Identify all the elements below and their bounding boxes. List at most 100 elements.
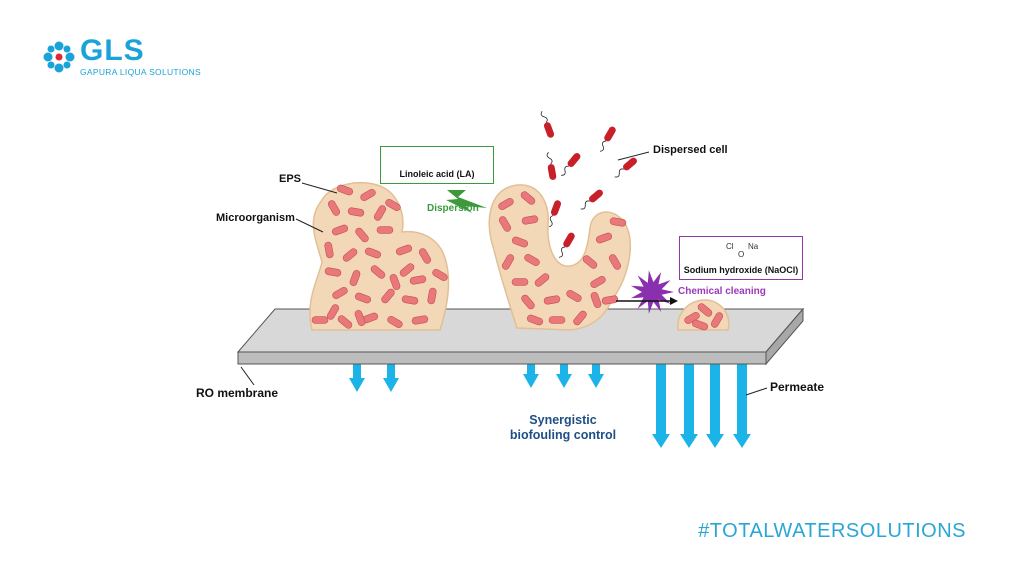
- label-eps: EPS: [279, 173, 302, 185]
- microorganism-cell: [337, 315, 353, 329]
- microorganism-cell: [387, 315, 403, 329]
- microorganism-cell: [595, 232, 613, 244]
- microorganism-cell: [566, 289, 582, 303]
- dispersed-cell-leader-line: [617, 151, 650, 161]
- brand-tagline: GAPURA LIQUA SOLUTIONS: [80, 67, 201, 77]
- microorganism-cell: [608, 254, 622, 270]
- microorganism-cell: [409, 275, 427, 285]
- microorganism-cell: [332, 286, 348, 300]
- microorganism-cell: [520, 191, 536, 205]
- microorganism-cell: [418, 248, 432, 264]
- chemical-cleaning-label: Chemical cleaning: [678, 286, 766, 297]
- microorganism-cell: [342, 248, 358, 262]
- linoleic-acid-box: Linoleic acid (LA): [380, 146, 494, 184]
- dispersed-cell: [549, 200, 562, 228]
- permeate-arrow: [652, 352, 670, 448]
- eps-leader-line: [301, 182, 338, 194]
- microorganism-cell: [710, 312, 724, 328]
- linoleic-acid-title: Linoleic acid (LA): [399, 169, 475, 179]
- microorganism-cell: [511, 236, 529, 248]
- microorganism-cell: [395, 244, 413, 256]
- brand-name: GLS: [80, 34, 145, 67]
- microorganism-cell: [498, 197, 514, 211]
- microorganism-cell: [331, 224, 349, 236]
- label-dispersed-cell: Dispersed cell: [653, 144, 728, 156]
- microorganism-cell: [401, 295, 419, 305]
- microorganism-cell: [347, 207, 365, 217]
- microorganism-cell: [543, 295, 561, 305]
- microorganism-cell: [327, 200, 341, 216]
- microorganism-cell: [534, 273, 550, 287]
- microorganism-cell: [548, 316, 566, 324]
- microorganism-cell: [524, 253, 540, 267]
- microorganism-cell: [582, 255, 598, 269]
- microorganism-cell: [697, 303, 713, 317]
- microorganism-cell: [385, 198, 401, 212]
- permeate-arrow: [706, 352, 724, 448]
- microorganism-cell: [324, 267, 342, 277]
- microorganism-cell: [590, 275, 606, 289]
- microorganism-cell: [511, 278, 529, 286]
- microorganism-cell: [354, 309, 366, 327]
- dispersed-cells: [540, 110, 637, 258]
- label-microorganism: Microorganism: [216, 212, 295, 224]
- dispersed-cell: [614, 157, 637, 178]
- caption-line-1: Synergistic: [529, 413, 597, 427]
- microorganism-cell: [389, 273, 401, 291]
- synergistic-caption: Synergistic biofouling control: [488, 413, 638, 443]
- microorganism-cell: [427, 287, 437, 305]
- naocl-box: Cl O Na Sodium hydroxide (NaOCl): [679, 236, 803, 280]
- naocl-formula-cl: Cl: [726, 242, 734, 251]
- arrowhead-icon: [670, 297, 678, 305]
- dispersed-cell: [546, 152, 557, 180]
- microorganism-cell: [336, 184, 354, 196]
- caption-line-2: biofouling control: [509, 428, 617, 442]
- microorganism-cell: [381, 288, 395, 304]
- dispersion-label: Dispersion: [427, 203, 479, 214]
- permeate-arrow: [680, 352, 698, 448]
- dispersed-cell: [561, 153, 581, 176]
- dispersed-cell: [540, 110, 555, 138]
- naocl-title: Sodium hydroxide (NaOCl): [683, 265, 799, 275]
- microorganism-cell: [360, 188, 376, 202]
- permeate-arrow: [733, 352, 751, 448]
- lightning-icon: [446, 190, 487, 213]
- permeate-arrows: [349, 352, 751, 448]
- microorganism-leader-line: [295, 218, 324, 233]
- dispersed-cell: [599, 126, 616, 152]
- microorganism-cell: [498, 216, 512, 232]
- microorganism-cell: [326, 304, 340, 320]
- microorganism-cell: [521, 215, 539, 225]
- microorganism-cell: [432, 268, 448, 282]
- microorganism-cell: [609, 217, 627, 227]
- microorganism-cell: [364, 247, 382, 259]
- ro-membrane-side: [765, 307, 804, 366]
- microorganism-cell: [590, 291, 602, 309]
- label-ro-membrane: RO membrane: [196, 386, 279, 400]
- microorganism-cell: [526, 314, 544, 326]
- ro-membrane-leader-line: [240, 366, 255, 386]
- label-permeate: Permeate: [770, 380, 825, 394]
- microorganism-cell: [376, 226, 394, 234]
- microorganism-cell: [691, 319, 709, 331]
- permeate-leader-line: [745, 387, 768, 396]
- microorganism-cell: [324, 241, 334, 259]
- microorganism-cell: [355, 227, 369, 243]
- ro-membrane-front: [237, 351, 767, 365]
- microorganism-cell: [311, 316, 329, 324]
- microorganism-cell: [373, 205, 387, 221]
- microorganism-cell: [573, 310, 587, 326]
- microorganism-cell: [521, 294, 535, 310]
- microorganism-cell: [370, 265, 386, 279]
- microorganism-cell: [354, 292, 372, 304]
- microorganism-cell: [601, 295, 619, 305]
- naocl-formula-o: O: [738, 250, 745, 259]
- burst-icon: [630, 270, 674, 314]
- naocl-formula-na: Na: [748, 242, 759, 251]
- gls-logo-icon: [43, 41, 75, 73]
- microorganism-cells: [311, 184, 724, 331]
- hashtag: #TOTALWATERSOLUTIONS: [698, 520, 966, 542]
- dispersed-cell: [558, 232, 575, 258]
- microorganism-cell: [349, 269, 361, 287]
